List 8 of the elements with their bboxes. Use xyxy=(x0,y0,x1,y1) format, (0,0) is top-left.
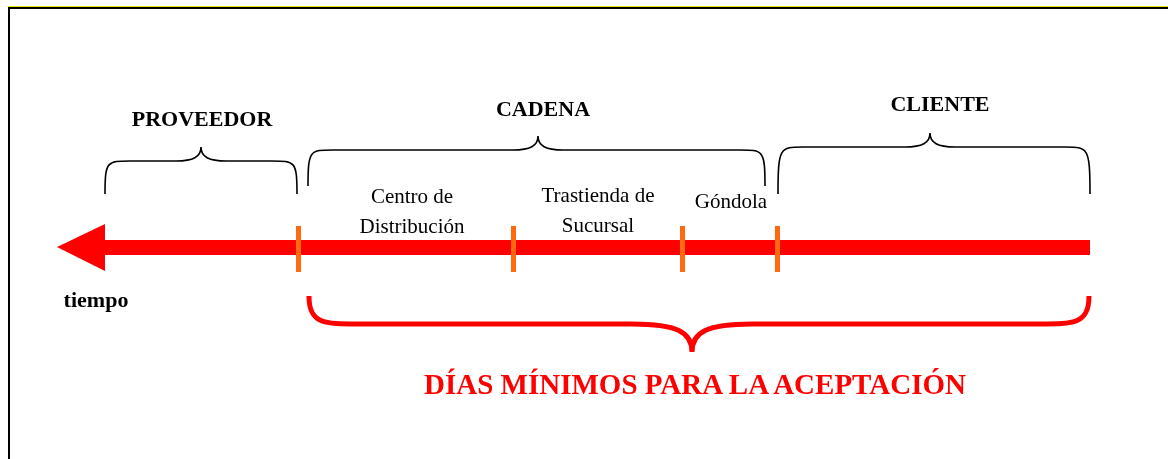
section-heading: PROVEEDOR xyxy=(131,105,273,133)
stage-label: Centro de Distribución xyxy=(358,183,466,241)
section-heading: CLIENTE xyxy=(890,90,990,118)
span-label: DÍAS MÍNIMOS PARA LA ACEPTACIÓN xyxy=(424,367,966,402)
stage-label: Trastienda de Sucursal xyxy=(540,182,656,240)
section-heading: CADENA xyxy=(495,95,591,123)
axis-label: tiempo xyxy=(63,286,129,314)
stage-label: Góndola xyxy=(694,188,768,215)
